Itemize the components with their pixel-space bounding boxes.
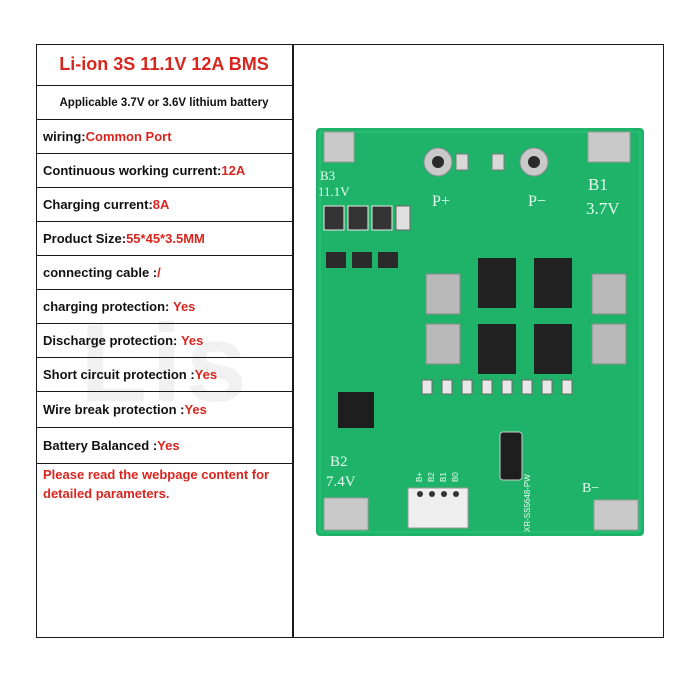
mosfet-3	[478, 324, 516, 374]
spec-value: 12A	[221, 163, 246, 178]
spec-label: wiring:	[43, 129, 86, 144]
label-b2-volt: 7.4V	[326, 474, 356, 490]
bms-board-image: B3 11.1V P+ P− B1 3.7V B2 7.4V B− B+ B2 …	[316, 128, 644, 536]
model-label: XR-SS5648-PW	[523, 474, 532, 532]
title-row: Li-ion 3S 11.1V 12A BMS	[36, 44, 292, 86]
pad-b-minus	[593, 499, 639, 531]
mosfet-2	[534, 258, 572, 308]
spec-sheet-frame	[36, 44, 664, 638]
spec-row-wire-break: Wire break protection :Yes	[36, 392, 292, 428]
spec-row-wiring: wiring:Common Port	[36, 120, 292, 154]
spec-label: charging protection:	[43, 299, 173, 314]
spec-label: connecting cable :	[43, 265, 158, 280]
pin-label: B1	[439, 472, 448, 482]
spec-label: Product Size:	[43, 231, 127, 246]
product-subtitle: Applicable 3.7V or 3.6V lithium battery	[59, 96, 269, 109]
spec-row-discharge-protection: Discharge protection: Yes	[36, 324, 292, 358]
mosfet-1	[478, 258, 516, 308]
spec-row-continuous-current: Continuous working current:12A	[36, 154, 292, 188]
bms-ic	[338, 392, 374, 428]
spec-value: Yes	[194, 367, 218, 382]
spec-value: /	[157, 265, 161, 280]
spec-value: Yes	[184, 402, 207, 417]
pin-label: B+	[415, 472, 424, 482]
label-b3: B3	[320, 168, 335, 183]
label-b3-volt: 11.1V	[318, 184, 350, 199]
spec-value: Yes	[157, 438, 180, 453]
subtitle-row: Applicable 3.7V or 3.6V lithium battery	[36, 86, 292, 120]
mosfet-4	[534, 324, 572, 374]
label-b2: B2	[330, 454, 348, 470]
label-b-minus: B−	[582, 481, 599, 496]
spec-value: 55*45*3.5MM	[126, 231, 205, 246]
spec-row-short-circuit: Short circuit protection :Yes	[36, 358, 292, 392]
detail-note: Please read the webpage content for deta…	[43, 467, 270, 501]
column-divider	[292, 44, 294, 638]
spec-row-connecting-cable: connecting cable :/	[36, 256, 292, 290]
spec-value: Yes	[180, 333, 204, 348]
spec-label: Wire break protection :	[43, 402, 185, 417]
spec-row-charging-current: Charging current:8A	[36, 188, 292, 222]
spec-label: Charging current:	[43, 197, 153, 212]
spec-value: 8A	[152, 197, 170, 212]
spec-row-battery-balanced: Battery Balanced :Yes	[36, 428, 292, 464]
spec-label: Discharge protection:	[43, 333, 181, 348]
spec-label: Short circuit protection :	[43, 367, 195, 382]
spec-row-product-size: Product Size:55*45*3.5MM	[36, 222, 292, 256]
spec-row-charging-protection: charging protection: Yes	[36, 290, 292, 324]
spec-label: Continuous working current:	[43, 163, 222, 178]
label-b1: B1	[588, 175, 608, 194]
pad-b1	[587, 131, 631, 163]
label-b1-volt: 3.7V	[586, 199, 620, 218]
pad-b3	[323, 131, 355, 163]
label-p-plus: P+	[432, 193, 450, 210]
spec-value: Common Port	[85, 129, 172, 144]
spec-label: Battery Balanced :	[43, 438, 158, 453]
pin-label: B2	[427, 472, 436, 482]
spec-value: Yes	[173, 299, 196, 314]
product-title: Li-ion 3S 11.1V 12A BMS	[59, 54, 269, 74]
pin-label: B0	[451, 472, 460, 482]
label-p-minus: P−	[528, 193, 546, 210]
pad-b2	[323, 497, 369, 531]
sense-resistor	[499, 431, 523, 481]
